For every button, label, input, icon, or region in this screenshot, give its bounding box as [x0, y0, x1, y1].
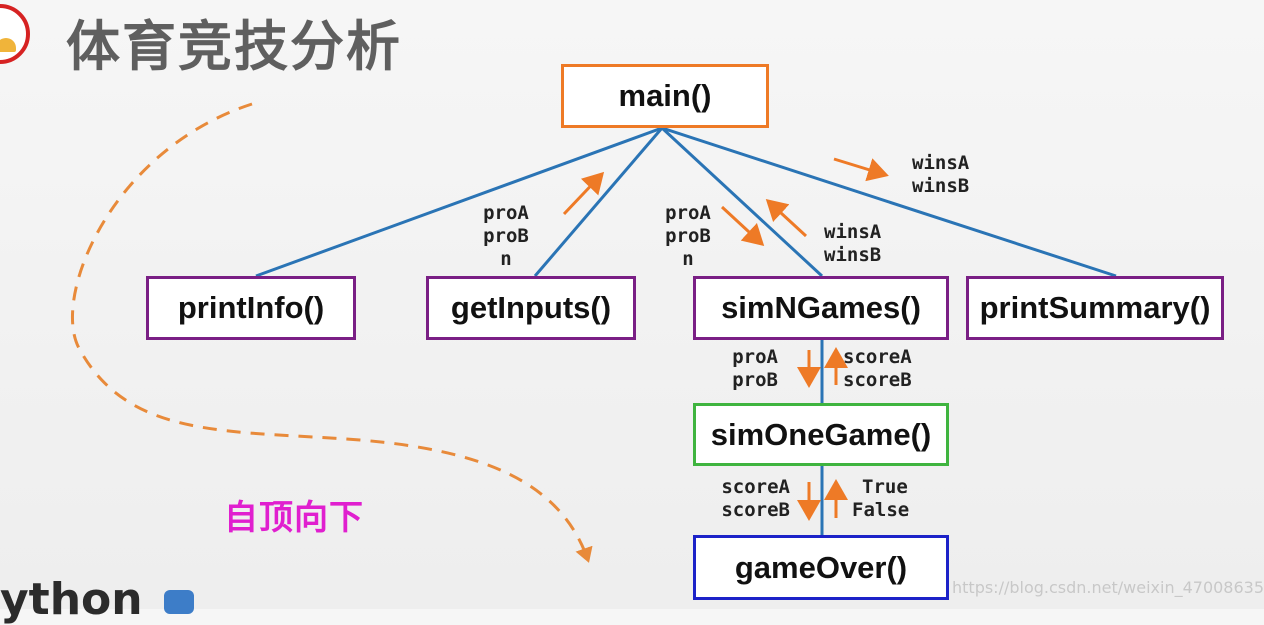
arrow-printSummary-args — [833, 157, 889, 182]
edge-main-simNGames — [660, 126, 824, 278]
label-getInputs-return: proA proB n — [483, 202, 529, 270]
arrow-simNGames-args — [720, 205, 765, 247]
top-down-note: 自顶向下 — [224, 498, 364, 538]
label-simOneGame-return: scoreA scoreB — [843, 346, 912, 391]
label-gameOver-return: True False — [852, 476, 910, 521]
edge-main-printSummary — [661, 126, 1117, 278]
edge-main-getInputs — [533, 127, 664, 277]
arrow-getInputs-return — [562, 171, 605, 216]
node-simOneGame: simOneGame() — [693, 403, 949, 466]
python-logo: ython — [0, 574, 143, 625]
node-printInfo: printInfo() — [146, 276, 356, 340]
node-simNGames: simNGames() — [693, 276, 949, 340]
python-logo-icon — [164, 590, 194, 614]
label-simNGames-return: winsA winsB — [824, 221, 882, 266]
label-simNGames-args: proA proB n — [665, 202, 711, 270]
diagram-connectors — [71, 102, 1117, 563]
node-printSummary: printSummary() — [966, 276, 1224, 340]
node-gameOver: gameOver() — [693, 535, 949, 600]
node-getInputs: getInputs() — [426, 276, 636, 340]
page-title: 体育竞技分析 — [66, 15, 402, 78]
label-simOneGame-args: proA proB — [732, 346, 778, 391]
label-printSummary-args: winsA winsB — [912, 152, 970, 197]
watermark: https://blog.csdn.net/weixin_47008635 — [952, 578, 1264, 597]
label-gameOver-args: scoreA scoreB — [721, 476, 790, 521]
edge-main-printInfo — [255, 126, 663, 278]
arrow-simNGames-return — [765, 198, 808, 238]
node-main: main() — [561, 64, 769, 128]
